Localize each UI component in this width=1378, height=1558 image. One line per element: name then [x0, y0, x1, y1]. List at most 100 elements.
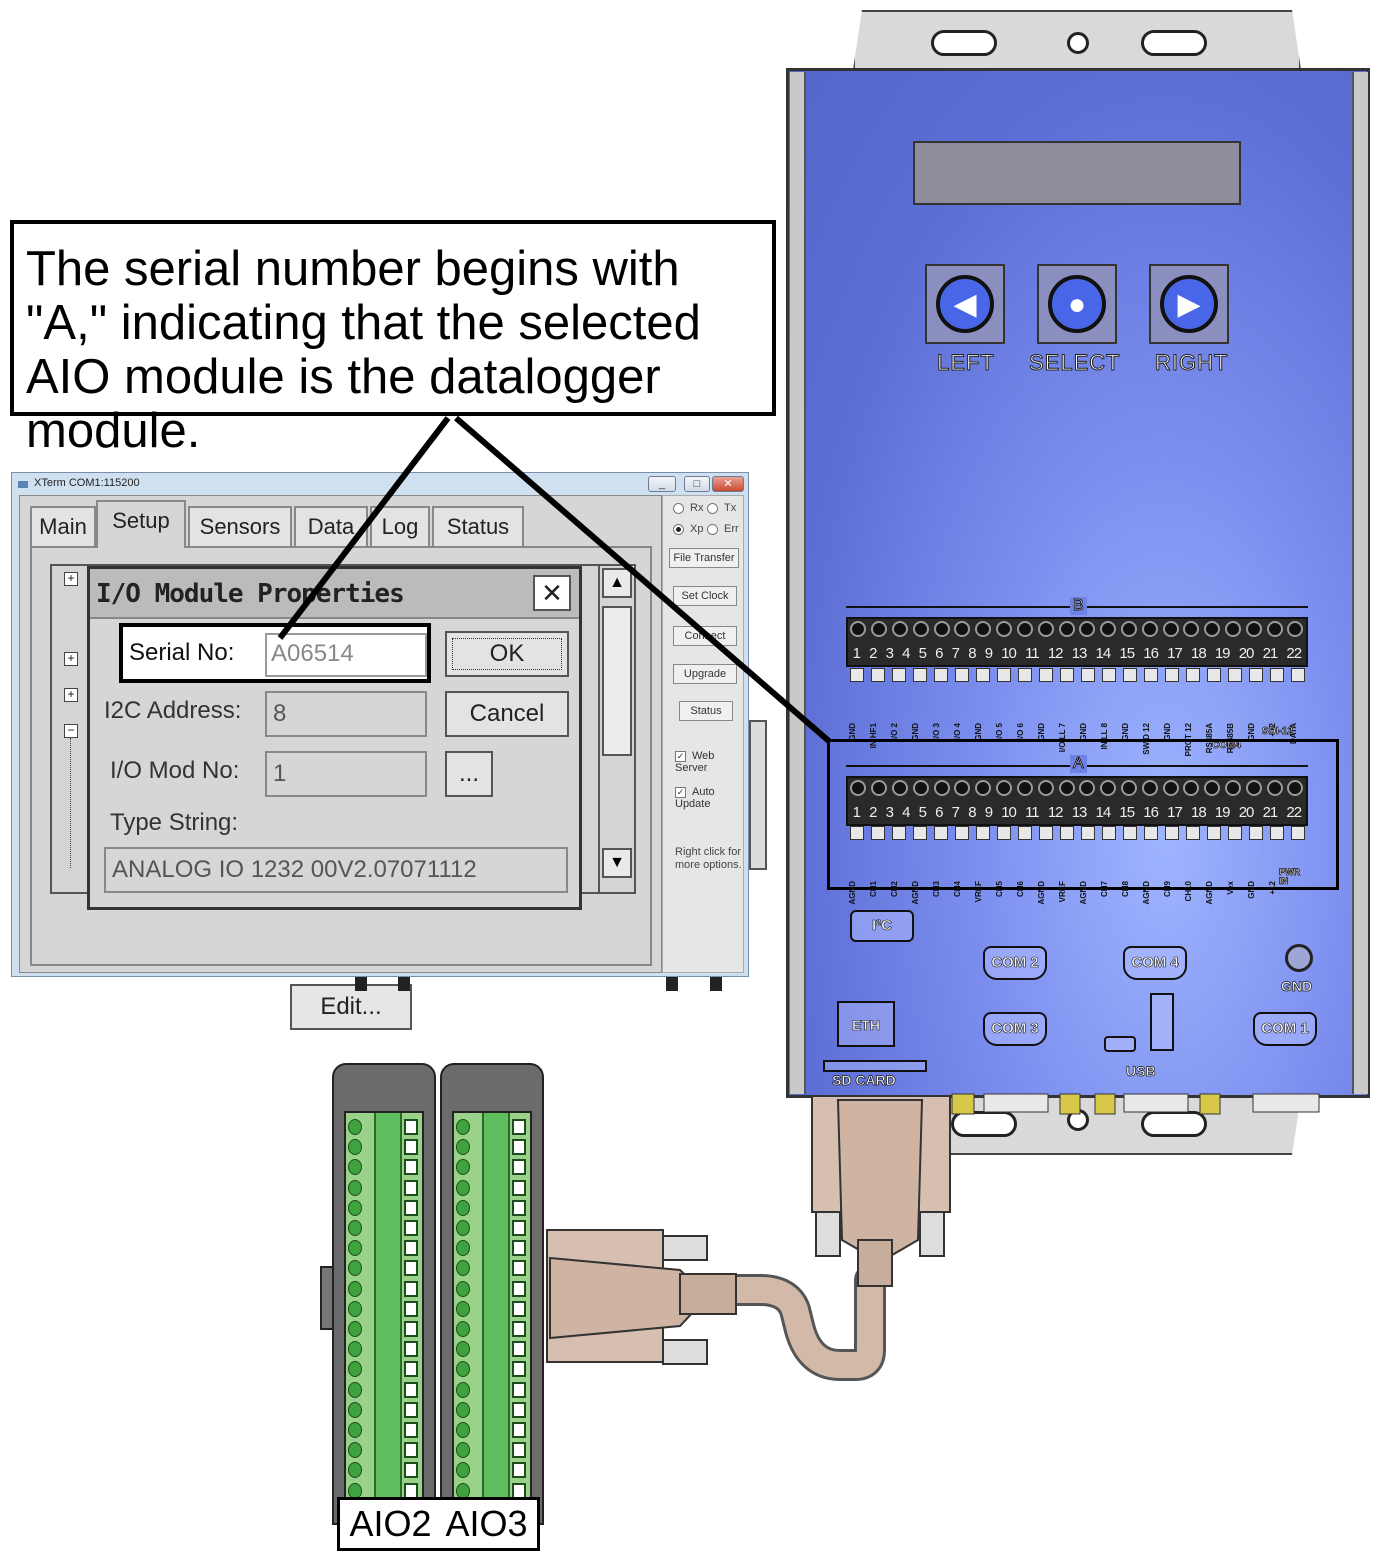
terminal-slot [512, 1361, 526, 1378]
terminal-screw-icon [1245, 780, 1262, 796]
terminal-screw-icon [456, 1401, 470, 1418]
terminal-slot [512, 1159, 526, 1176]
terminal-screw-icon [1058, 621, 1075, 637]
terminal-screw-icon [1016, 780, 1033, 796]
terminal-screw-icon [348, 1159, 362, 1176]
tree-expand-icon[interactable]: + [64, 688, 78, 702]
terminal-screw-icon [1058, 780, 1075, 796]
terminal-number: 3 [885, 804, 894, 821]
radio-xp[interactable]: Xp [673, 523, 703, 535]
radio-rx[interactable]: Rx [673, 502, 703, 514]
radio-err[interactable]: Err [707, 523, 739, 535]
usb-label: USB [1126, 1063, 1156, 1080]
i2c-address-field[interactable]: 8 [265, 691, 427, 737]
terminal-screw-icon [456, 1260, 470, 1277]
terminal-screw-icon [1037, 780, 1054, 796]
minimize-button[interactable]: _ [648, 476, 676, 492]
tree-expand-icon[interactable]: + [64, 572, 78, 586]
terminal-screw-icon [348, 1260, 362, 1277]
tab-data[interactable]: Data [294, 506, 368, 546]
tree-expand-icon[interactable]: + [64, 652, 78, 666]
device-db9-connector [811, 1095, 951, 1287]
tab-main[interactable]: Main [30, 506, 96, 546]
dialog-close-button[interactable]: ✕ [533, 575, 571, 611]
terminal-slot [404, 1280, 418, 1297]
tab-status[interactable]: Status [432, 506, 524, 546]
terminal-number: 1 [852, 804, 861, 821]
ok-button[interactable]: OK [445, 631, 569, 677]
right-button[interactable]: ▶ [1149, 264, 1229, 344]
status-button[interactable]: Status [679, 701, 733, 721]
right-click-hint: Right click for more options. [675, 846, 742, 871]
serial-no-label: Serial No: [129, 639, 235, 666]
terminal-slot [404, 1401, 418, 1418]
pwr-in-sub-label: PWR IN [1279, 867, 1301, 886]
edit-button[interactable]: Edit... [290, 984, 412, 1030]
tab-log[interactable]: Log [370, 506, 430, 546]
terminal-slot [512, 1462, 526, 1479]
upgrade-button[interactable]: Upgrade [673, 664, 737, 684]
terminal-slot [512, 1280, 526, 1297]
terminal-number: 19 [1214, 804, 1231, 821]
terminal-number: 4 [902, 645, 910, 662]
terminal-number: 6 [935, 804, 943, 821]
terminal-slot [512, 1341, 526, 1358]
terminal-screw-icon [1266, 780, 1283, 796]
terminal-screw-icon [1100, 621, 1117, 637]
callout-box: The serial number begins with "A," indic… [10, 220, 776, 458]
terminal-screw-icon [456, 1422, 470, 1439]
scroll-thumb[interactable] [602, 606, 632, 756]
browse-button[interactable]: ... [445, 751, 493, 797]
terminal-screw-icon [456, 1119, 470, 1135]
terminal-screw-icon [1266, 621, 1283, 637]
scroll-down-icon[interactable]: ▼ [602, 848, 632, 878]
terminal-pin [1164, 668, 1179, 682]
tab-setup[interactable]: Setup [96, 500, 186, 548]
usb-a-port [1150, 993, 1174, 1051]
auto-update-checkbox[interactable]: ✓Auto Update [675, 786, 715, 810]
terminal-screw-icon [954, 621, 971, 637]
terminal-screw-icon [1141, 621, 1158, 637]
terminal-slot [512, 1240, 526, 1257]
terminal-pin [1122, 668, 1137, 682]
serial-no-field[interactable]: A06514 [265, 633, 427, 677]
select-button[interactable]: ● [1037, 264, 1117, 344]
terminal-screw-icon [456, 1442, 470, 1459]
terminal-slot [404, 1341, 418, 1358]
callout-text: The serial number begins with "A," indic… [26, 242, 701, 458]
tree-scrollbar[interactable]: ▲ ▼ [598, 564, 636, 894]
cancel-button[interactable]: Cancel [445, 691, 569, 737]
terminal-pin [933, 668, 948, 682]
type-string-field[interactable]: ANALOG IO 1232 00V2.07071112 [104, 847, 568, 893]
terminal-number: 17 [1167, 804, 1183, 821]
terminal-pin [1269, 668, 1284, 682]
set-clock-button[interactable]: Set Clock [673, 586, 737, 606]
terminal-pin [975, 826, 990, 840]
terminal-slot [512, 1321, 526, 1338]
scroll-up-icon[interactable]: ▲ [602, 568, 632, 598]
ground-stud-icon [1285, 944, 1313, 972]
radio-tx[interactable]: Tx [707, 502, 736, 514]
tree-collapse-icon[interactable]: − [64, 724, 78, 738]
terminal-number: 11 [1025, 804, 1040, 821]
terminal-number: 10 [1001, 804, 1017, 821]
terminal-screw-icon [456, 1280, 470, 1297]
close-window-button[interactable]: ✕ [712, 476, 744, 492]
terminal-pin [1290, 668, 1305, 682]
maximize-button[interactable]: □ [684, 476, 710, 492]
left-button[interactable]: ◀ [925, 264, 1005, 344]
connect-button[interactable]: Connect [673, 626, 737, 646]
strip-a-highlight-box [827, 739, 1339, 890]
terminal-pin [891, 826, 906, 840]
io-mod-no-field[interactable]: 1 [265, 751, 427, 797]
web-server-checkbox[interactable]: ✓Web Server [675, 750, 715, 774]
tab-sensors[interactable]: Sensors [188, 506, 292, 546]
xterm-side-panel: Rx Tx Xp Err File Transfer Set Clock Con… [662, 495, 744, 973]
module-labels-box: AIO2 AIO3 [337, 1497, 540, 1551]
right-arrow-icon: ▶ [1177, 288, 1201, 321]
terminal-screw-icon [348, 1240, 362, 1257]
terminal-number: 21 [1262, 645, 1279, 662]
terminal-slot [404, 1442, 418, 1459]
terminal-pin [996, 668, 1011, 682]
file-transfer-button[interactable]: File Transfer [669, 548, 739, 568]
